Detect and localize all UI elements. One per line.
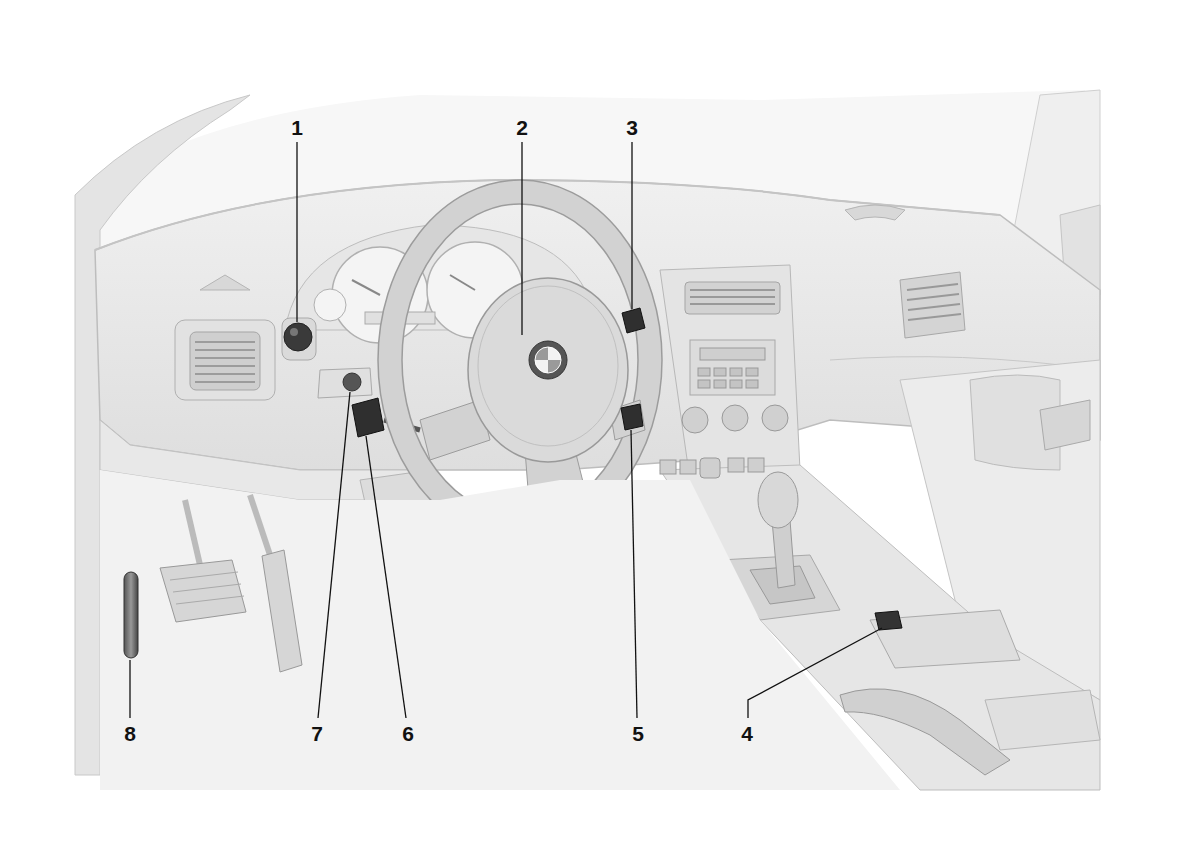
callout-number: 4 — [741, 723, 753, 744]
callout-number: 2 — [516, 117, 528, 138]
callout-number: 8 — [124, 723, 136, 744]
callout-number: 6 — [402, 723, 414, 744]
callout-number: 7 — [311, 723, 323, 744]
callout-number: 1 — [291, 117, 303, 138]
callout-number: 5 — [632, 723, 644, 744]
callout-number: 3 — [626, 117, 638, 138]
